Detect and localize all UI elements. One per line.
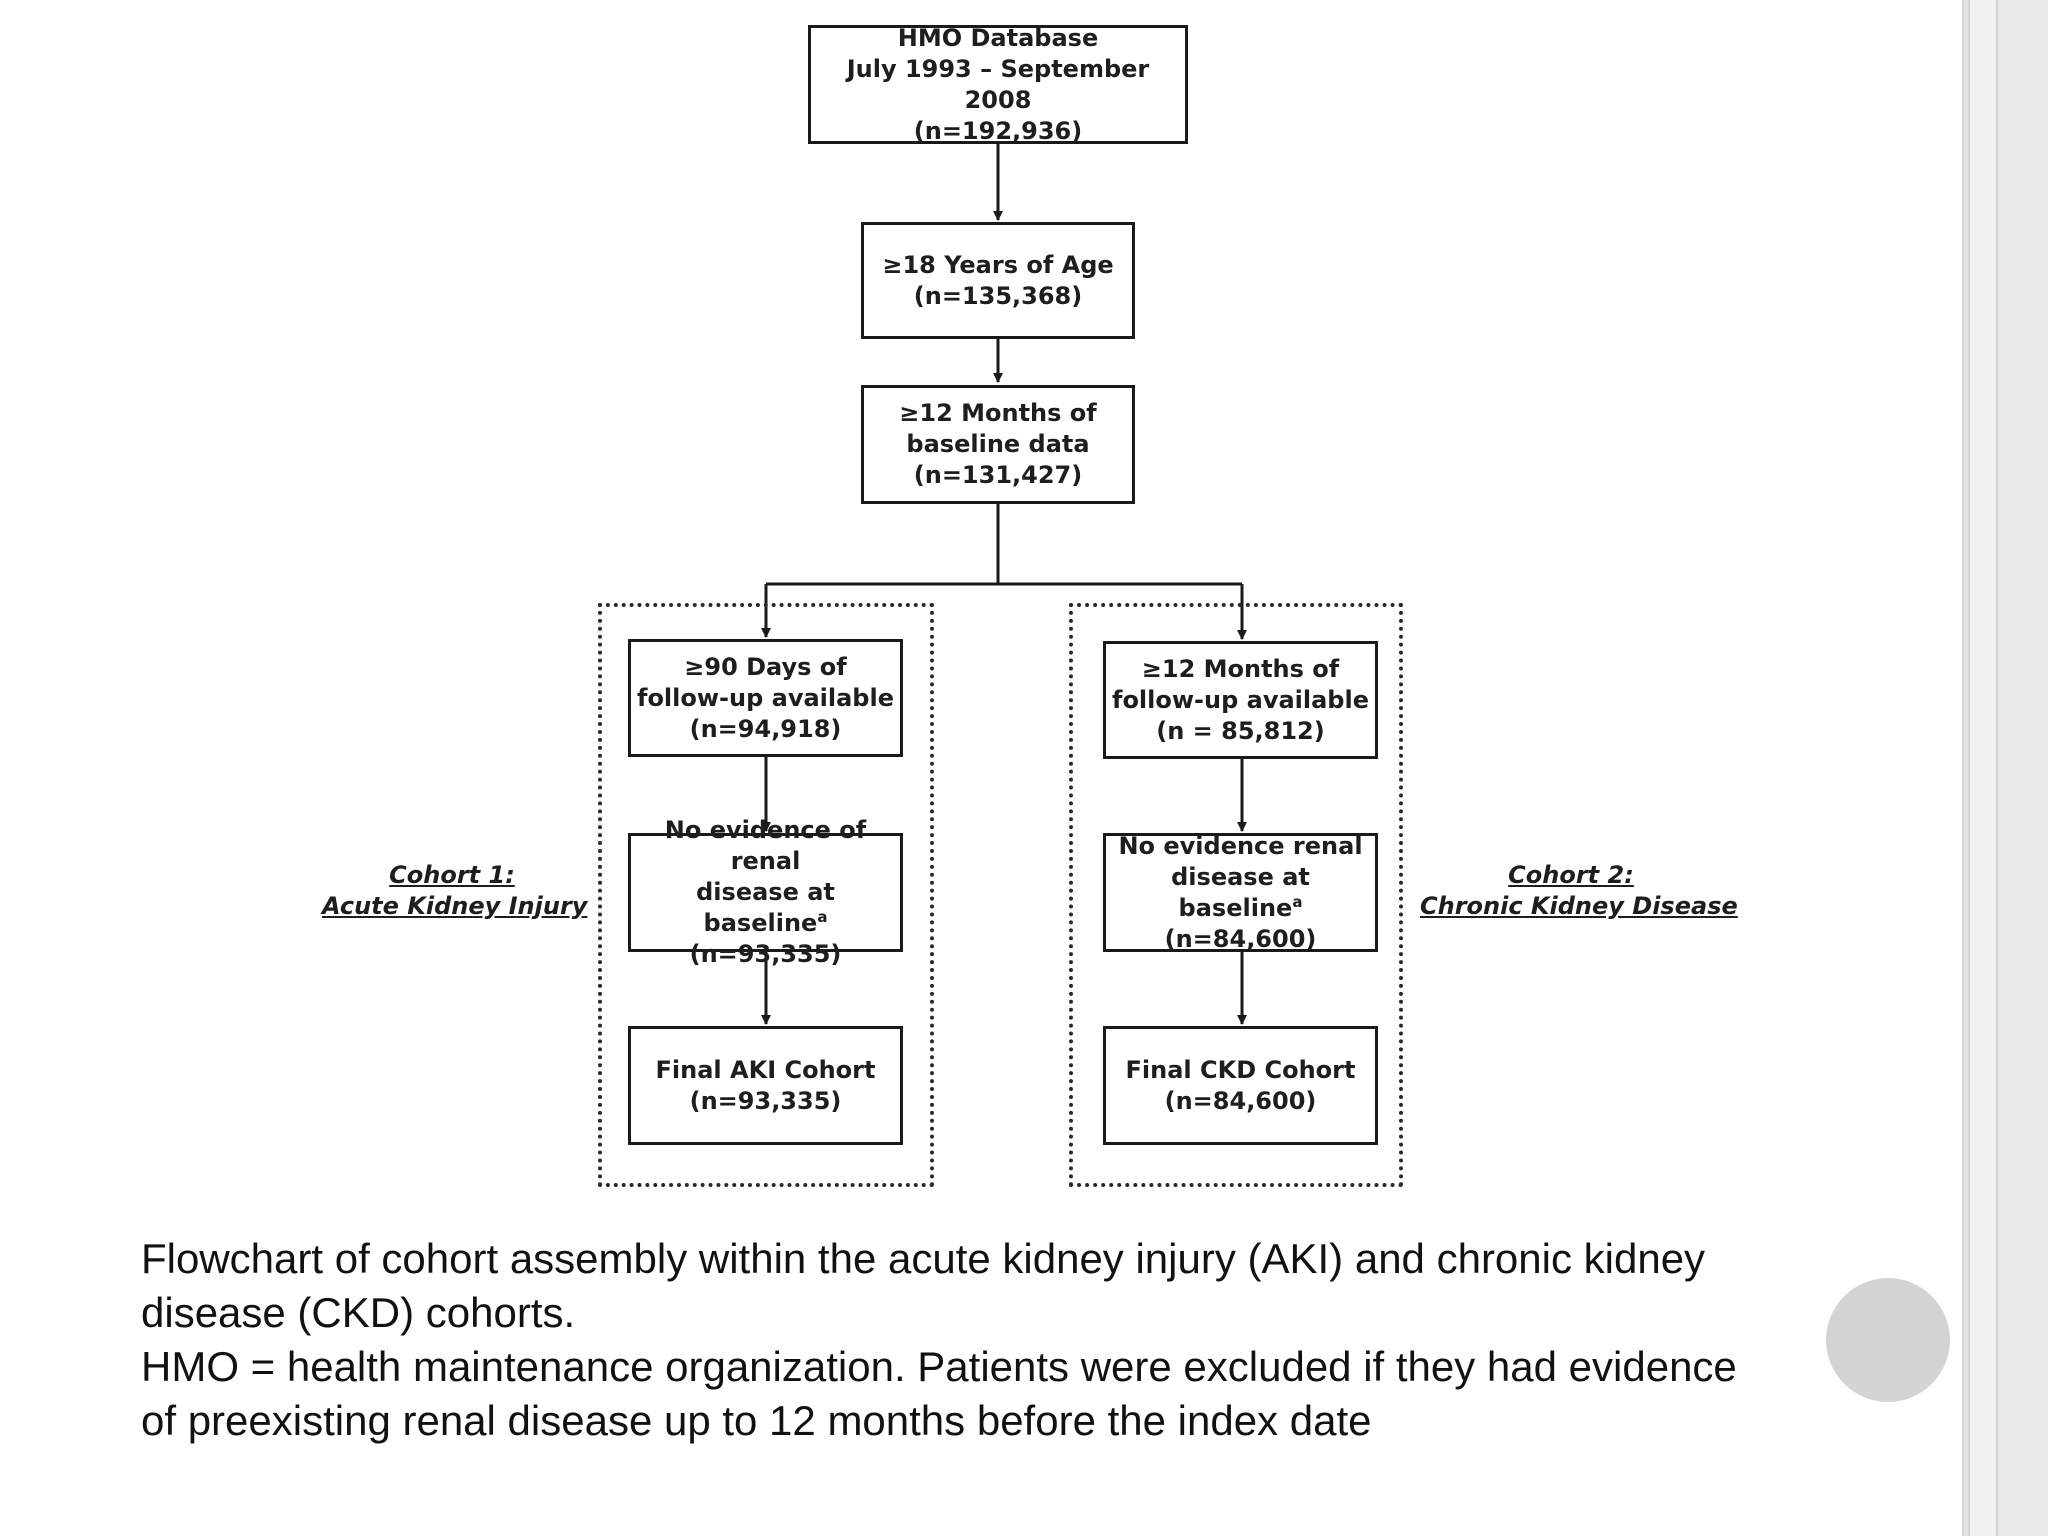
- ckd-followup-count: (n = 85,812): [1156, 716, 1325, 745]
- hmo-box-count: (n=192,936): [913, 116, 1083, 145]
- ckd-renal-line2: disease at baselinea: [1106, 862, 1375, 924]
- baseline-box-count: (n=131,427): [913, 461, 1083, 489]
- page-right-margin: [1998, 0, 2048, 1536]
- age-box-count: (n=135,368): [913, 281, 1083, 310]
- cohort-1-label-name: Acute Kidney Injury: [322, 892, 588, 920]
- ckd-final-count: (n=84,600): [1164, 1086, 1317, 1115]
- cohort-1-label: Cohort 1: Acute Kidney Injury: [322, 860, 588, 922]
- age-filter-box: ≥18 Years of Age (n=135,368): [861, 222, 1135, 339]
- ckd-final-title: Final CKD Cohort: [1125, 1055, 1356, 1084]
- aki-followup-box: ≥90 Days of follow-up available (n=94,91…: [628, 639, 903, 757]
- figure-caption: Flowchart of cohort assembly within the …: [141, 1232, 1901, 1448]
- hmo-database-box: HMO Database July 1993 – September 2008 …: [808, 23, 1188, 145]
- hmo-box-date-range: July 1993 – September 2008: [846, 54, 1150, 114]
- cohort-2-label-title: Cohort 2:: [1508, 861, 1634, 889]
- slide-page: HMO Database July 1993 – September 2008 …: [0, 0, 1964, 1536]
- aki-renal-box: No evidence of renal disease at baseline…: [628, 816, 903, 968]
- caption-line-2: disease (CKD) cohorts.: [141, 1289, 576, 1336]
- aki-followup-line2: follow-up available: [637, 683, 894, 712]
- ckd-final-box: Final CKD Cohort (n=84,600): [1103, 1026, 1378, 1145]
- page-edge-scroll-strip[interactable]: [1968, 0, 1998, 1536]
- aki-renal-count: (n=93,335): [689, 940, 842, 968]
- aki-followup-count: (n=94,918): [689, 714, 842, 743]
- age-box-title: ≥18 Years of Age: [882, 250, 1114, 279]
- hmo-box-title: HMO Database: [897, 23, 1099, 52]
- ckd-cohort-group: [1069, 603, 1403, 1187]
- caption-line-3: HMO = health maintenance organization. P…: [141, 1343, 1737, 1390]
- ckd-renal-footnote-marker: a: [1292, 892, 1303, 911]
- baseline-box-line2: baseline data: [906, 430, 1090, 458]
- aki-final-box: Final AKI Cohort (n=93,335): [628, 1026, 903, 1145]
- caption-line-1: Flowchart of cohort assembly within the …: [141, 1235, 1706, 1282]
- caption-line-4: of preexisting renal disease up to 12 mo…: [141, 1397, 1372, 1444]
- ckd-renal-box: No evidence renal disease at baselinea (…: [1103, 831, 1378, 953]
- ckd-renal-line2-text: disease at baseline: [1171, 862, 1310, 922]
- aki-final-count: (n=93,335): [689, 1086, 842, 1115]
- baseline-box-line1: ≥12 Months of: [899, 399, 1097, 427]
- ckd-renal-count: (n=84,600): [1164, 924, 1317, 953]
- ckd-followup-line2: follow-up available: [1112, 685, 1369, 714]
- aki-renal-line2-text: disease at baseline: [696, 878, 835, 937]
- aki-cohort-group: [598, 603, 934, 1187]
- baseline-data-box: ≥12 Months of baseline data (n=131,427): [861, 385, 1135, 504]
- cohort-2-label-name: Chronic Kidney Disease: [1420, 892, 1738, 920]
- cohort-flowchart: HMO Database July 1993 – September 2008 …: [322, 23, 1738, 1187]
- aki-followup-line1: ≥90 Days of: [684, 652, 847, 681]
- cohort-2-label: Cohort 2: Chronic Kidney Disease: [1420, 860, 1738, 922]
- cohort-1-label-title: Cohort 1:: [389, 861, 515, 889]
- flow-connectors: [761, 144, 1247, 1025]
- aki-renal-footnote-marker: a: [817, 908, 828, 926]
- ckd-renal-line1: No evidence renal: [1118, 831, 1363, 860]
- aki-final-title: Final AKI Cohort: [655, 1055, 876, 1084]
- ckd-followup-line1: ≥12 Months of: [1141, 654, 1340, 683]
- aki-renal-line2: disease at baselinea: [631, 877, 900, 939]
- aki-renal-line1: No evidence of renal: [664, 816, 867, 875]
- ckd-followup-box: ≥12 Months of follow-up available (n = 8…: [1103, 641, 1378, 759]
- floating-action-button[interactable]: [1826, 1278, 1950, 1402]
